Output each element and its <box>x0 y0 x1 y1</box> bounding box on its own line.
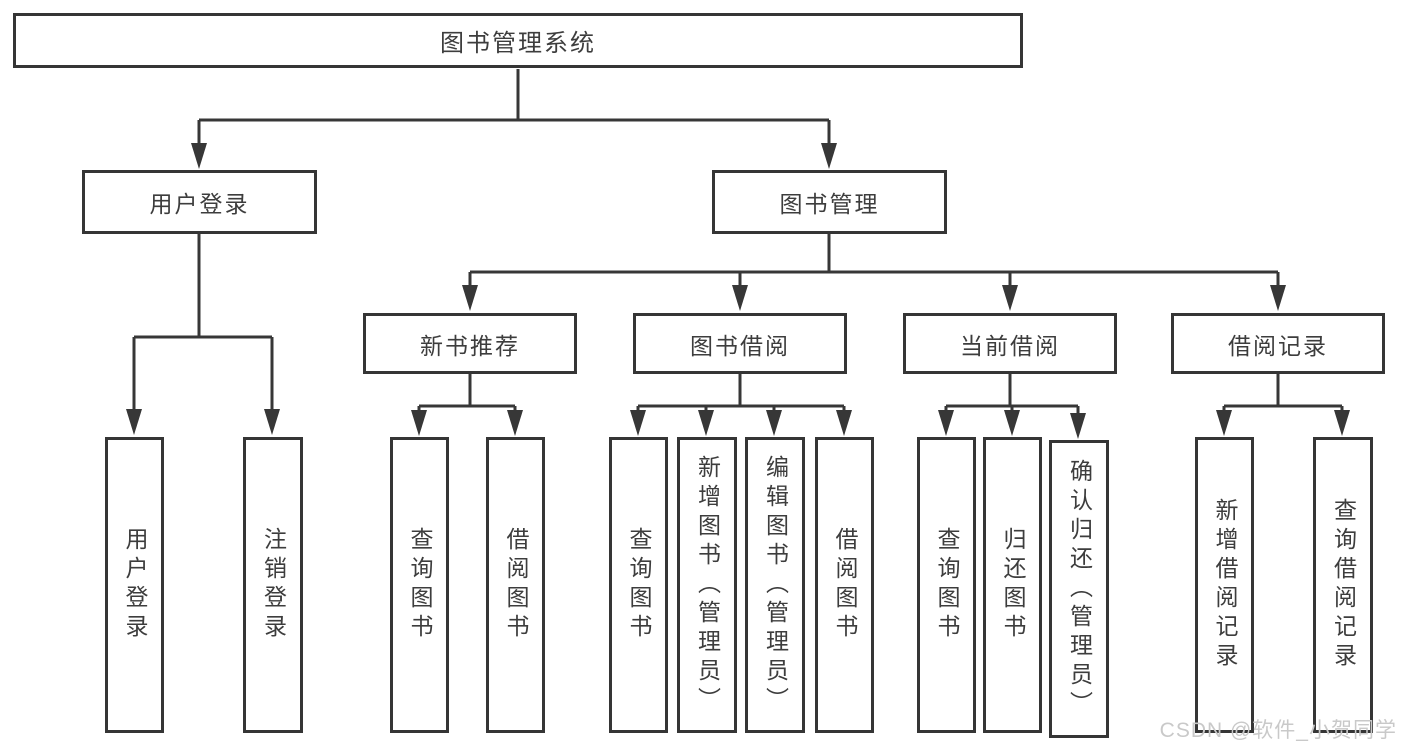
arrowhead-icon <box>264 409 280 435</box>
leaf-bb-add-books-admin-label: 新增图书（管理员） <box>694 454 721 716</box>
leaf-br-query-record: 查询借阅记录 <box>1313 437 1373 733</box>
leaf-user-login: 用户登录 <box>105 437 164 733</box>
node-borrowing-records-label: 借阅记录 <box>1228 332 1328 359</box>
arrowhead-icon <box>1002 285 1018 311</box>
arrowhead-icon <box>1334 410 1350 436</box>
arrowhead-icon <box>1216 410 1232 436</box>
leaf-nb-borrow-books: 借阅图书 <box>486 437 545 733</box>
arrowhead-icon <box>126 409 142 435</box>
leaf-logout-label: 注销登录 <box>260 527 287 643</box>
leaf-cb-confirm-return-admin: 确认归还（管理员） <box>1049 440 1109 738</box>
arrowhead-icon <box>411 410 427 436</box>
leaf-cb-return-books-label: 归还图书 <box>1000 527 1026 643</box>
leaf-cb-return-books: 归还图书 <box>983 437 1042 733</box>
node-borrowing-records: 借阅记录 <box>1171 313 1385 374</box>
arrowhead-icon <box>191 143 207 169</box>
node-new-book-recommend: 新书推荐 <box>363 313 577 374</box>
leaf-user-login-label: 用户登录 <box>122 527 148 643</box>
node-current-borrowing-label: 当前借阅 <box>960 332 1060 359</box>
leaf-cb-query-books: 查询图书 <box>917 437 976 733</box>
node-book-borrowing: 图书借阅 <box>633 313 847 374</box>
leaf-nb-borrow-books-label: 借阅图书 <box>503 527 529 643</box>
node-current-borrowing: 当前借阅 <box>903 313 1117 374</box>
arrowhead-icon <box>732 285 748 311</box>
leaf-bb-query-books: 查询图书 <box>609 437 668 733</box>
leaf-bb-edit-books-admin-label: 编辑图书（管理员） <box>762 454 789 716</box>
node-library-system-label: 图书管理系统 <box>440 30 596 57</box>
leaf-logout: 注销登录 <box>243 437 303 733</box>
arrowhead-icon <box>462 285 478 311</box>
node-new-book-recommend-label: 新书推荐 <box>420 332 520 359</box>
watermark: CSDN @软件_小贺同学 <box>1159 719 1397 742</box>
arrowhead-icon <box>836 410 852 436</box>
leaf-cb-confirm-return-admin-label: 确认归还（管理员） <box>1066 458 1093 720</box>
leaf-bb-edit-books-admin: 编辑图书（管理员） <box>745 437 805 733</box>
arrowhead-icon <box>1070 413 1086 439</box>
leaf-nb-query-books-label: 查询图书 <box>407 527 433 643</box>
leaf-bb-borrow-books: 借阅图书 <box>815 437 874 733</box>
node-book-management: 图书管理 <box>712 170 947 234</box>
node-user-login-label: 用户登录 <box>149 191 250 217</box>
leaf-br-add-record-label: 新增借阅记录 <box>1212 498 1238 672</box>
arrowhead-icon <box>1004 410 1020 436</box>
leaf-bb-add-books-admin: 新增图书（管理员） <box>677 437 737 733</box>
leaf-nb-query-books: 查询图书 <box>390 437 449 733</box>
leaf-bb-query-books-label: 查询图书 <box>626 527 652 643</box>
arrowhead-icon <box>938 410 954 436</box>
leaf-bb-borrow-books-label: 借阅图书 <box>832 527 858 643</box>
arrowhead-icon <box>1270 285 1286 311</box>
arrowhead-icon <box>507 410 523 436</box>
node-library-system: 图书管理系统 <box>13 13 1023 68</box>
node-user-login: 用户登录 <box>82 170 317 234</box>
arrowhead-icon <box>821 143 837 169</box>
node-book-management-label: 图书管理 <box>779 191 880 217</box>
leaf-br-add-record: 新增借阅记录 <box>1195 437 1254 733</box>
leaf-br-query-record-label: 查询借阅记录 <box>1330 498 1357 672</box>
arrowhead-icon <box>630 410 646 436</box>
arrowhead-icon <box>698 410 714 436</box>
arrowhead-icon <box>766 410 782 436</box>
node-book-borrowing-label: 图书借阅 <box>690 332 790 359</box>
leaf-cb-query-books-label: 查询图书 <box>934 527 960 643</box>
